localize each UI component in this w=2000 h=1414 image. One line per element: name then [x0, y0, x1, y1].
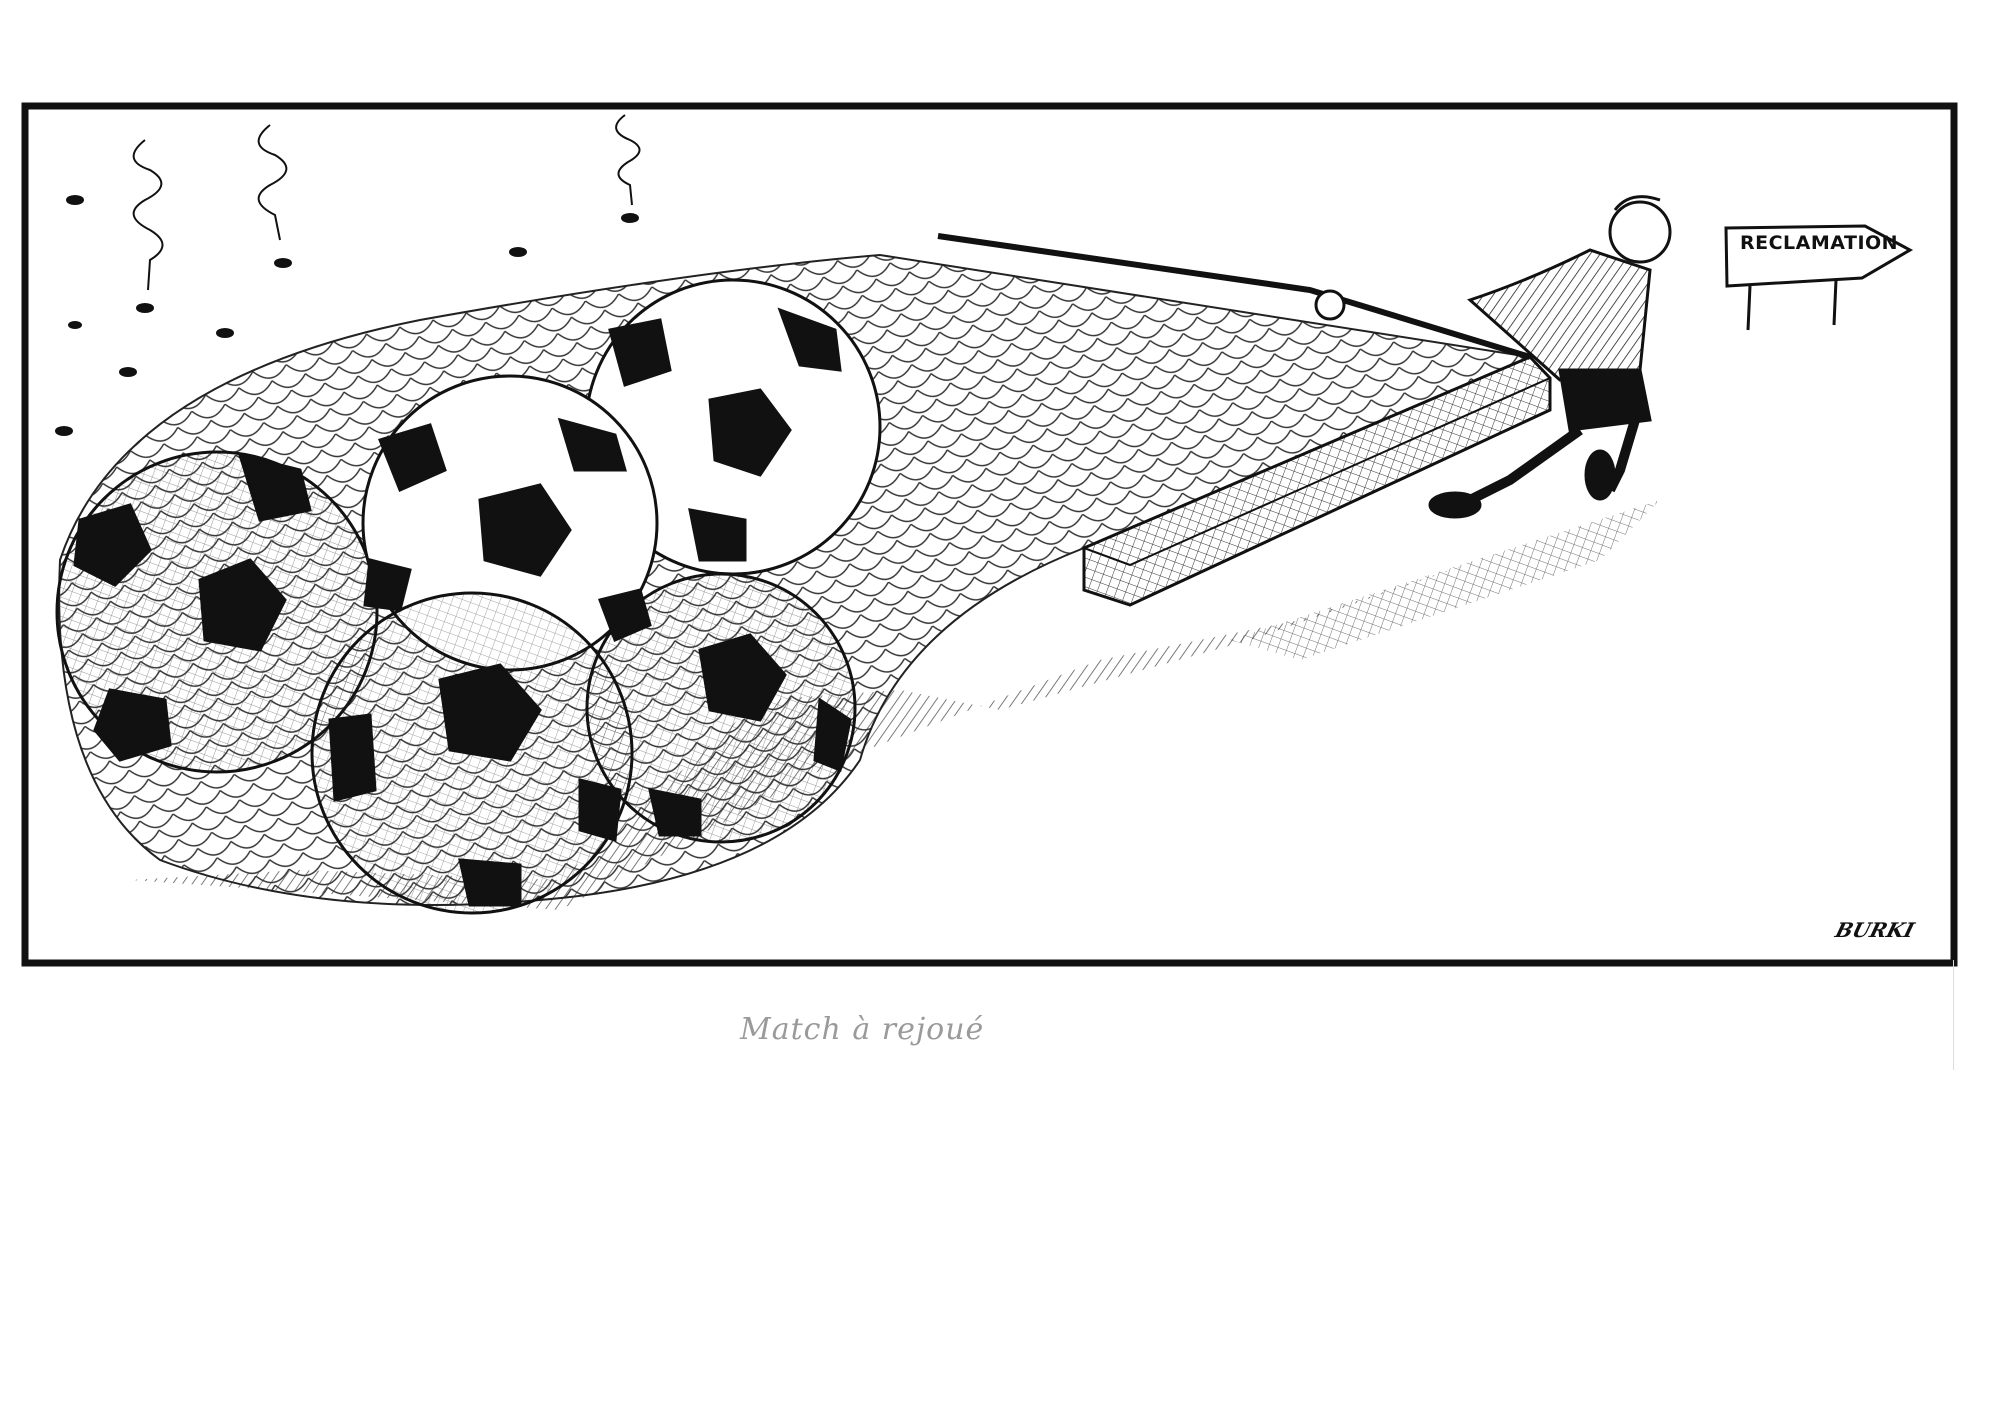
ground-shadow [130, 500, 1660, 910]
soccer-ball [585, 572, 857, 844]
football-player [1314, 195, 1672, 519]
soccer-balls [55, 278, 882, 915]
soccer-ball [310, 591, 634, 915]
flies [55, 195, 639, 436]
artist-signature: BURKI [1832, 918, 1917, 942]
goal-shadow [1230, 500, 1660, 660]
soccer-ball [584, 278, 882, 576]
handwritten-caption: Match à rejoué [740, 1012, 985, 1047]
paper-edge [1953, 960, 1954, 1070]
sign-text: RECLAMATION [1740, 232, 1899, 254]
stink-lines [132, 114, 641, 291]
soccer-ball [55, 450, 379, 774]
goal-frame [937, 233, 1531, 360]
reclamation-sign [1724, 224, 1914, 331]
